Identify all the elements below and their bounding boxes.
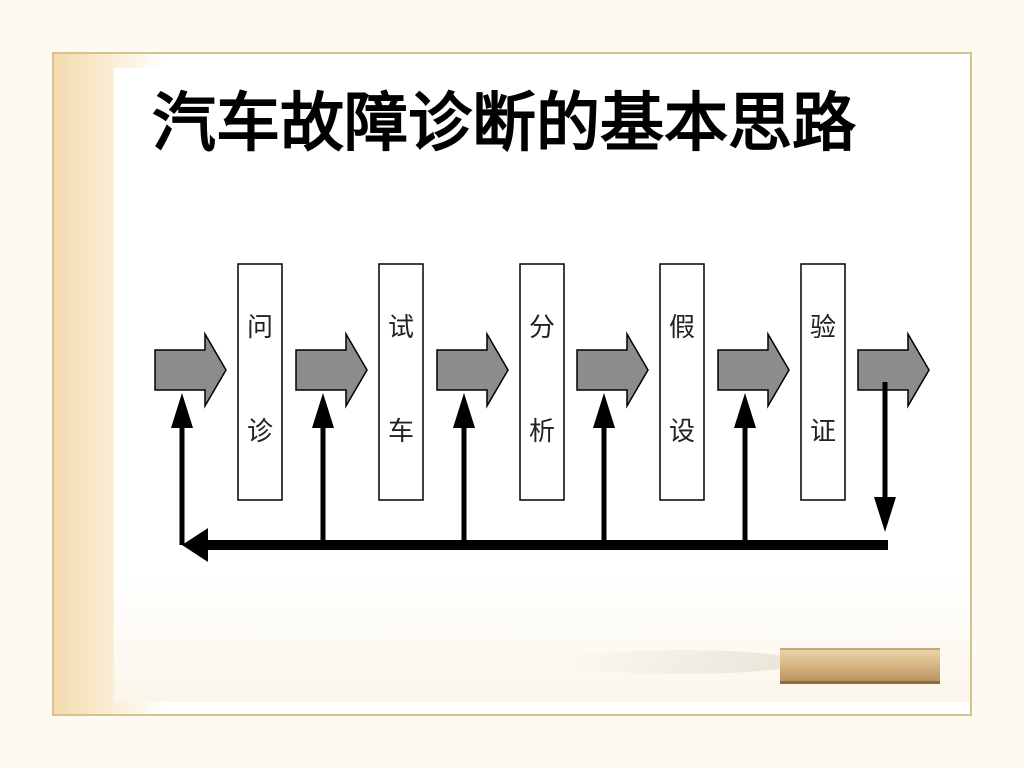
feedback-return-arrowhead-4 (593, 393, 615, 428)
feedback-loop (171, 382, 896, 562)
feedback-return-arrowhead-2 (312, 393, 334, 428)
step-box-4 (659, 263, 705, 501)
step-boxes (237, 263, 846, 501)
step-box-1 (237, 263, 283, 501)
step-5-char-1: 验 (810, 313, 836, 343)
step-2-char-1: 试 (388, 313, 414, 343)
book-decoration (780, 648, 940, 684)
step-1-char-1: 问 (247, 313, 273, 343)
step-1-char-2: 诊 (247, 417, 273, 447)
flow-arrow-6 (857, 331, 930, 409)
feedback-drop-arrowhead (874, 497, 896, 532)
feedback-left-arrowhead (182, 528, 208, 562)
step-4-char-1: 假 (669, 313, 695, 343)
feedback-return-arrowhead-5 (734, 393, 756, 428)
feedback-return-arrowhead-1 (171, 393, 193, 428)
step-box-3 (519, 263, 565, 501)
flow-arrow-2 (295, 331, 368, 409)
step-2-char-2: 车 (388, 417, 414, 447)
flow-arrow-5 (717, 331, 790, 409)
flow-arrow-1 (154, 331, 227, 409)
step-box-5 (800, 263, 846, 501)
step-3-char-2: 析 (529, 417, 555, 447)
step-3-char-1: 分 (529, 313, 555, 343)
step-labels: 问 诊 试 车 分 析 假 设 验 证 (247, 313, 836, 447)
step-4-char-2: 设 (669, 417, 695, 447)
feedback-return-arrowhead-3 (453, 393, 475, 428)
flow-arrow-4 (576, 331, 649, 409)
flow-arrow-3 (436, 331, 509, 409)
step-5-char-2: 证 (810, 417, 836, 447)
step-box-2 (378, 263, 424, 501)
book-shadow-decoration (560, 650, 800, 674)
slide-title: 汽车故障诊断的基本思路 (152, 86, 856, 161)
flow-arrows (154, 331, 930, 409)
